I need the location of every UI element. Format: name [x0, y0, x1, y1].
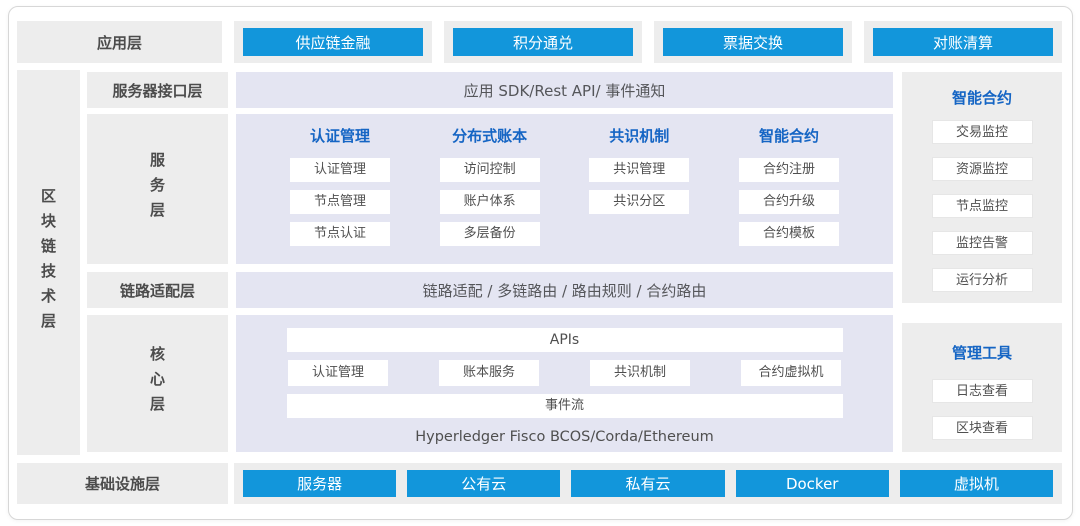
- module-box: 共识管理: [589, 158, 690, 182]
- side-panel-items: 交易监控 资源监控 节点监控 监控告警 运行分析: [902, 120, 1062, 292]
- core-modules-row: 认证管理 账本服务 共识机制 合约虚拟机: [288, 360, 841, 386]
- app-button-cell: 供应链金融: [234, 21, 432, 63]
- module-box: 运行分析: [931, 268, 1033, 292]
- module-box: 日志查看: [931, 379, 1033, 403]
- sdk-rest-api-bar: 应用 SDK/Rest API/ 事件通知: [236, 72, 893, 108]
- blockchain-tech-layer-label: 区块链技术层: [17, 70, 80, 455]
- apis-bar: APIs: [286, 328, 843, 352]
- private-cloud-button[interactable]: 私有云: [571, 470, 725, 497]
- column-items: 合约注册 合约升级 合约模板: [738, 158, 839, 246]
- service-layer-label: 服务层: [87, 114, 228, 264]
- infrastructure-buttons-row: 服务器 公有云 私有云 Docker 虚拟机: [234, 463, 1062, 504]
- reconciliation-clearing-button[interactable]: 对账清算: [873, 28, 1053, 56]
- service-column-consensus: 共识机制 共识管理 共识分区: [589, 126, 690, 264]
- service-layer-panel: 认证管理 认证管理 节点管理 节点认证 分布式账本 访问控制 账户体系 多层备份…: [236, 114, 893, 264]
- column-header: 智能合约: [758, 127, 819, 145]
- core-layer-panel: APIs 认证管理 账本服务 共识机制 合约虚拟机 事件流 Hyperledge…: [236, 315, 893, 452]
- module-box: 合约注册: [738, 158, 839, 182]
- virtual-machine-button[interactable]: 虚拟机: [899, 470, 1054, 497]
- side-panel-items: 日志查看 区块查看: [902, 379, 1062, 440]
- column-items: 认证管理 节点管理 节点认证: [290, 158, 390, 246]
- public-cloud-button[interactable]: 公有云: [407, 470, 561, 497]
- module-box: 合约虚拟机: [741, 360, 841, 386]
- side-panel-header: 管理工具: [951, 344, 1012, 362]
- module-box: 多层备份: [439, 222, 540, 246]
- app-button-cell: 对账清算: [864, 21, 1062, 63]
- server-button[interactable]: 服务器: [243, 470, 397, 497]
- side-panel-header: 智能合约: [951, 89, 1012, 107]
- module-box: 合约模板: [738, 222, 839, 246]
- module-box: 共识分区: [589, 190, 690, 214]
- module-box: 共识机制: [590, 360, 690, 386]
- module-box: 资源监控: [931, 157, 1033, 181]
- module-box: 认证管理: [290, 158, 390, 182]
- points-exchange-button[interactable]: 积分通兑: [453, 28, 633, 56]
- service-column-smart-contract: 智能合约 合约注册 合约升级 合约模板: [738, 126, 839, 264]
- app-layer-label: 应用层: [17, 21, 222, 63]
- module-box: 节点监控: [931, 194, 1033, 218]
- service-column-ledger: 分布式账本 访问控制 账户体系 多层备份: [439, 126, 540, 264]
- module-box: 合约升级: [738, 190, 839, 214]
- smart-contract-side-panel: 智能合约 交易监控 资源监控 节点监控 监控告警 运行分析: [902, 72, 1062, 303]
- app-button-cell: 票据交换: [654, 21, 852, 63]
- core-layer-label: 核心层: [87, 315, 228, 452]
- module-box: 节点认证: [290, 222, 390, 246]
- module-box: 监控告警: [931, 231, 1033, 255]
- column-header: 共识机制: [609, 127, 670, 145]
- platforms-text: Hyperledger Fisco BCOS/Corda/Ethereum: [415, 429, 714, 445]
- column-items: 访问控制 账户体系 多层备份: [439, 158, 540, 246]
- supply-chain-finance-button[interactable]: 供应链金融: [243, 28, 423, 56]
- link-adapter-layer-label: 链路适配层: [87, 272, 228, 308]
- app-layer-buttons-row: 供应链金融 积分通兑 票据交换 对账清算: [234, 21, 1062, 63]
- module-box: 交易监控: [931, 120, 1033, 144]
- column-header: 认证管理: [309, 127, 370, 145]
- module-box: 账本服务: [439, 360, 539, 386]
- event-stream-bar: 事件流: [286, 394, 843, 418]
- infrastructure-layer-label: 基础设施层: [17, 463, 228, 504]
- column-items: 共识管理 共识分区: [589, 158, 690, 214]
- module-box: 账户体系: [439, 190, 540, 214]
- server-interface-layer-label: 服务器接口层: [87, 72, 228, 108]
- module-box: 访问控制: [439, 158, 540, 182]
- service-column-auth: 认证管理 认证管理 节点管理 节点认证: [290, 126, 390, 264]
- bill-exchange-button[interactable]: 票据交换: [663, 28, 843, 56]
- module-box: 认证管理: [288, 360, 388, 386]
- management-tools-side-panel: 管理工具 日志查看 区块查看: [902, 323, 1062, 452]
- module-box: 节点管理: [290, 190, 390, 214]
- module-box: 区块查看: [931, 416, 1033, 440]
- app-button-cell: 积分通兑: [444, 21, 642, 63]
- link-adapter-bar: 链路适配 / 多链路由 / 路由规则 / 合约路由: [236, 272, 893, 308]
- column-header: 分布式账本: [452, 127, 528, 145]
- docker-button[interactable]: Docker: [735, 470, 889, 497]
